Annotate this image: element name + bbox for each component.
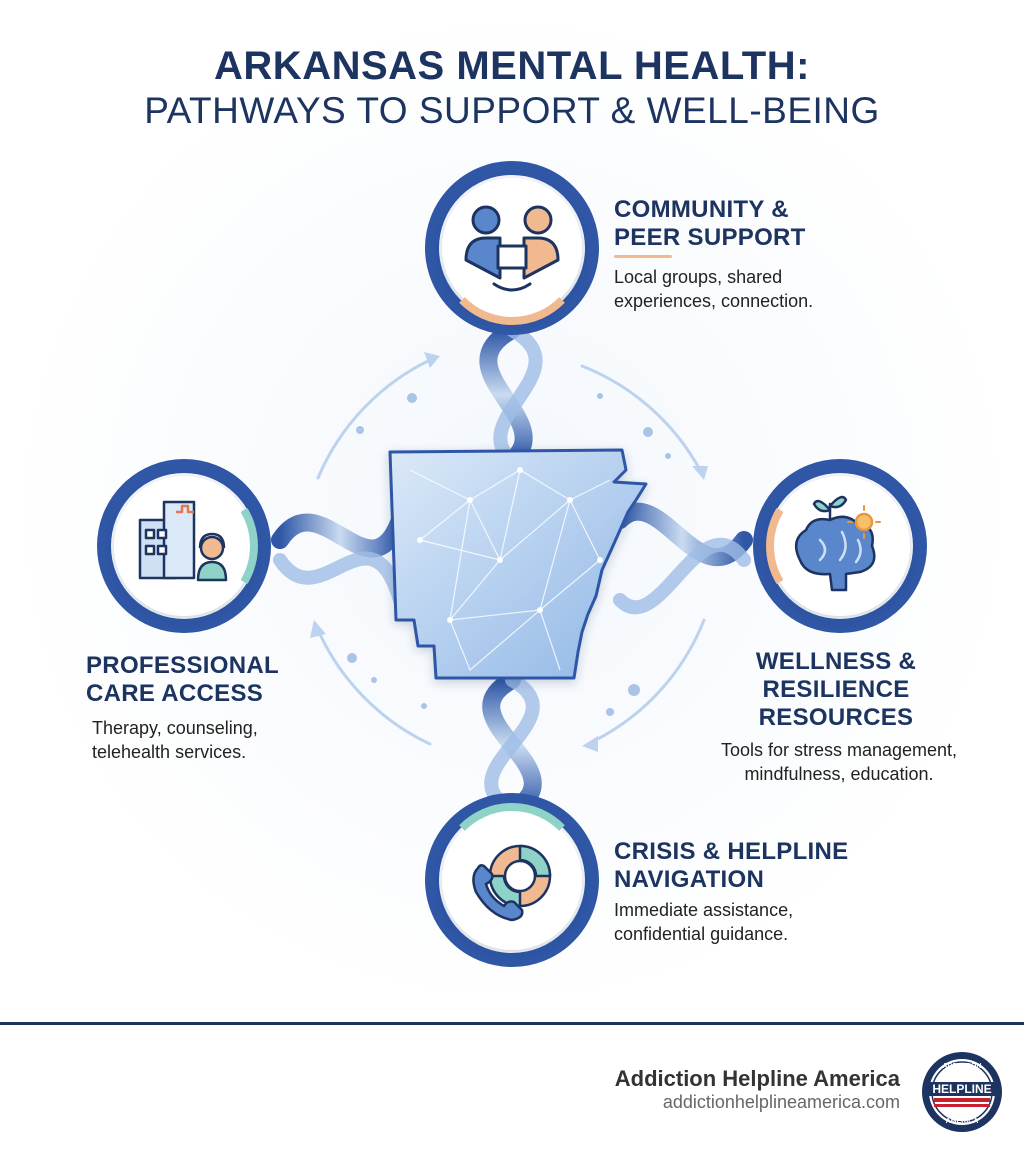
professional-label: PROFESSIONAL CARE ACCESS (86, 652, 279, 708)
professional-label-line-1: PROFESSIONAL (86, 652, 279, 679)
crisis-label: CRISIS & HELPLINE NAVIGATION (614, 838, 848, 894)
badge-top-text: ADDICTION (943, 1063, 982, 1070)
brain-plant-icon (794, 495, 881, 592)
community-label: COMMUNITY & PEER SUPPORT (614, 196, 806, 252)
pathway-diagram (97, 161, 927, 967)
badge-bottom-text: AMERICA (946, 1118, 979, 1125)
helpline-badge-logo: ADDICTION HELPLINE AMERICA (922, 1052, 1002, 1132)
crisis-label-line-2: NAVIGATION (614, 866, 765, 893)
phone-lifebuoy-icon (472, 844, 552, 922)
footer-brand-name: Addiction Helpline America (614, 1066, 900, 1091)
footer-divider (0, 1022, 1024, 1025)
wellness-desc-line-2: mindfulness, education. (744, 764, 934, 784)
title-line-2: PATHWAYS TO SUPPORT & WELL-BEING (144, 90, 880, 131)
community-accent-line (614, 255, 672, 258)
crisis-description: Immediate assistance, confidential guida… (614, 898, 793, 946)
badge-mid-text: HELPLINE (932, 1082, 991, 1096)
cycle-arrows (310, 352, 708, 752)
crisis-label-line-1: CRISIS & HELPLINE (614, 838, 849, 865)
hospital-counselor-icon (138, 500, 228, 582)
wellness-label-line-3: RESOURCES (758, 704, 914, 731)
ribbon-paths (271, 321, 753, 819)
professional-label-line-2: CARE ACCESS (86, 680, 264, 707)
community-desc-line-1: Local groups, shared (614, 267, 783, 287)
wellness-desc-line-1: Tools for stress management, (720, 740, 958, 760)
wellness-description: Tools for stress management, mindfulness… (690, 738, 988, 786)
community-description: Local groups, shared experiences, connec… (614, 265, 813, 313)
professional-desc-line-1: Therapy, counseling, (92, 718, 258, 738)
community-desc-line-2: experiences, connection. (614, 291, 814, 311)
professional-description: Therapy, counseling, telehealth services… (92, 716, 258, 764)
wellness-label: WELLNESS & RESILIENCE RESOURCES (736, 648, 936, 732)
footer-url: addictionhelplineamerica.com (662, 1092, 900, 1112)
community-label-line-1: COMMUNITY & (614, 196, 789, 223)
community-label-line-2: PEER SUPPORT (614, 224, 806, 251)
handshake-people-icon (464, 205, 560, 292)
title-line-1: ARKANSAS MENTAL HEALTH: (214, 44, 810, 88)
wellness-label-line-1: WELLNESS & (755, 648, 917, 675)
crisis-desc-line-2: confidential guidance. (614, 924, 789, 944)
arkansas-map (388, 448, 648, 680)
professional-desc-line-2: telehealth services. (92, 742, 247, 762)
wellness-label-line-2: RESILIENCE (762, 676, 910, 703)
decorative-dots (347, 393, 671, 716)
crisis-desc-line-1: Immediate assistance, (614, 900, 794, 920)
